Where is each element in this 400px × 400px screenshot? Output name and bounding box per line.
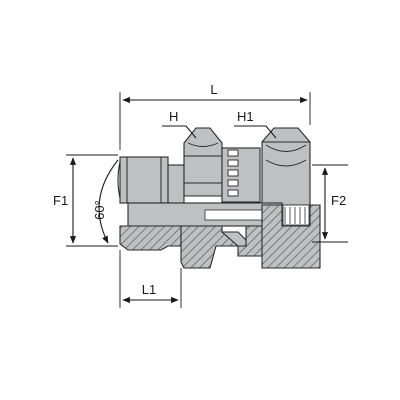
dimension-f1: F1 [53,154,118,247]
male-thread-body [119,156,169,204]
male-thread-end [117,156,169,204]
label-f2: F2 [331,193,346,208]
middle-spigot [221,147,261,203]
dimension-l: L [119,82,311,150]
label-h: H [169,109,178,124]
hex-h1 [261,127,311,206]
label-f1: F1 [53,193,68,208]
dimension-f2: F2 [312,164,348,243]
section-lower [119,204,321,269]
label-l: L [210,82,217,97]
dimension-l1: L1 [119,250,182,308]
angle-indicator: 60° [92,159,119,244]
leader-h1: H1 [234,109,277,139]
leader-h: H [162,109,197,139]
label-angle: 60° [92,200,107,220]
hex-h [183,127,223,197]
neck [167,164,185,204]
label-l1: L1 [142,282,156,297]
label-h1: H1 [237,109,254,124]
